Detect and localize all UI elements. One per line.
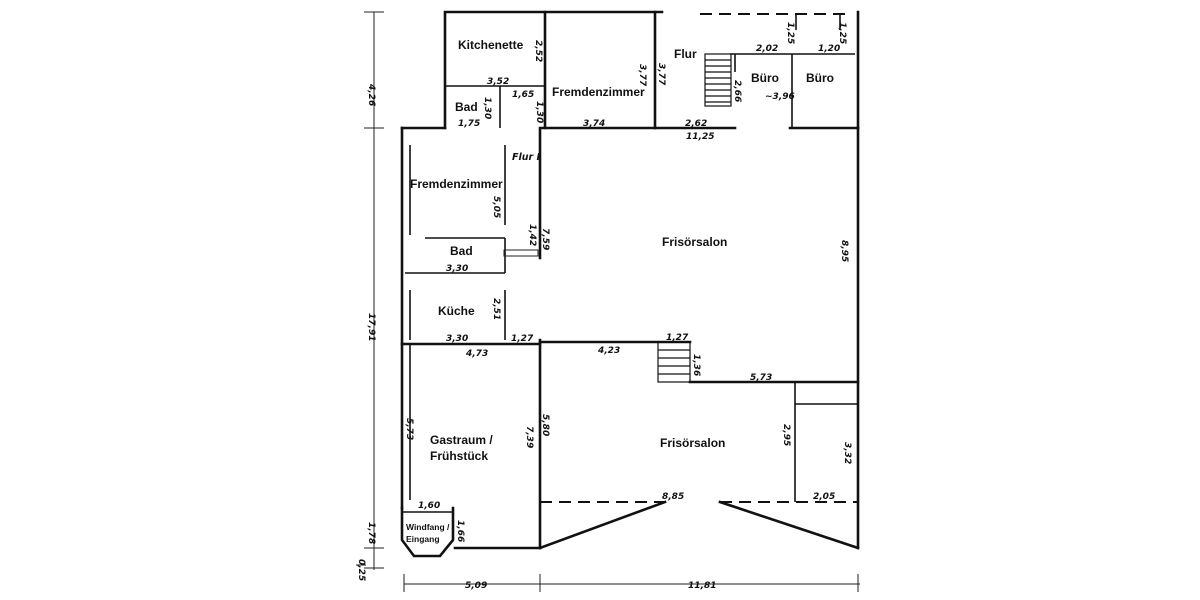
dim-1-30a: 1,30 — [482, 97, 492, 119]
dim-1-25b: 1,25 — [837, 22, 847, 44]
room-label-bad-top: Bad — [455, 100, 478, 114]
dim-5-05: 5,05 — [491, 196, 501, 218]
dim-3-96: ~3,96 — [765, 92, 795, 102]
dim-1-75: 1,75 — [458, 119, 480, 129]
dim-17-91: 17,91 — [366, 313, 376, 341]
room-label-frisoersalon-2: Frisörsalon — [660, 436, 725, 450]
stairs-top — [704, 53, 732, 107]
dim-3-30a: 3,30 — [446, 264, 468, 274]
dim-5-73b: 5,73 — [404, 418, 414, 440]
dim-1-42: 1,42 — [527, 224, 537, 246]
dim-1-20: 1,20 — [818, 44, 840, 54]
windfang-walls — [400, 506, 455, 558]
room-label-gastraum-1: Gastraum / — [430, 433, 493, 447]
dim-1-65: 1,65 — [512, 90, 534, 100]
dim-1-27b: 1,27 — [666, 333, 689, 343]
dim-5-09: 5,09 — [465, 581, 487, 591]
dim-1-78: 1,78 — [366, 522, 376, 544]
dim-1-27a: 1,27 — [511, 334, 534, 344]
room-label-frisoersalon-1: Frisörsalon — [662, 235, 727, 249]
dim-11-81: 11,81 — [688, 581, 716, 591]
dim-7-39: 7,39 — [524, 426, 534, 448]
dim-7-59: 7,59 — [540, 228, 550, 250]
dim-5-73a: 5,73 — [750, 373, 772, 383]
dim-3-74: 3,74 — [583, 119, 605, 129]
room-label-bad-left: Bad — [450, 244, 473, 258]
dim-1-30b: 1,30 — [534, 101, 544, 123]
dim-1-66: 1,66 — [455, 520, 465, 542]
dim-3-32: 3,32 — [842, 442, 852, 464]
dim-5-80: 5,80 — [540, 414, 550, 436]
dim-2-66: 2,66 — [732, 80, 742, 102]
dim-8-95: 8,95 — [839, 240, 849, 262]
dim-4-26: 4,26 — [366, 83, 376, 106]
left-partitions — [400, 145, 542, 346]
dim-2-51: 2,51 — [491, 298, 501, 320]
dim-1-60: 1,60 — [418, 501, 440, 511]
room-label-fremdenzimmer-left: Fremdenzimmer — [410, 177, 503, 191]
dim-4-23: 4,23 — [597, 346, 620, 356]
dim-2-02: 2,02 — [756, 44, 778, 54]
dim-4-73: 4,73 — [465, 349, 488, 359]
dim-1-36: 1,36 — [691, 354, 701, 376]
dim-1-25a: 1,25 — [785, 22, 795, 44]
dimension-lines — [356, 11, 860, 592]
room-label-kitchenette: Kitchenette — [458, 38, 524, 52]
room-label-buero-2: Büro — [806, 71, 834, 85]
dim-8-85: 8,85 — [662, 492, 684, 502]
room-label-gastraum-2: Frühstück — [430, 449, 488, 463]
room-label-fremdenzimmer-top: Fremdenzimmer — [552, 85, 645, 99]
room-label-flur: Flur — [674, 47, 697, 61]
dim-2-95: 2,95 — [781, 424, 791, 446]
main-walls — [400, 126, 860, 550]
room-label-flur-1: Flur I — [512, 152, 541, 163]
dim-2-52: 2,52 — [533, 40, 543, 62]
room-label-windfang-2: Eingang — [406, 534, 440, 544]
top-annex-walls — [443, 10, 860, 130]
dim-3-77b: 3,77 — [656, 63, 666, 86]
dim-0-25: 0,25 — [356, 559, 366, 581]
room-label-buero-1: Büro — [751, 71, 779, 85]
dim-3-52: 3,52 — [487, 77, 509, 87]
dim-11-25: 11,25 — [686, 132, 714, 142]
room-label-windfang-1: Windfang / — [406, 522, 450, 532]
dim-2-05: 2,05 — [813, 492, 835, 502]
dim-3-30b: 3,30 — [446, 334, 468, 344]
dim-3-77a: 3,77 — [637, 64, 647, 87]
salon-interior — [538, 340, 860, 550]
dim-2-62: 2,62 — [685, 119, 707, 129]
room-label-kueche: Küche — [438, 304, 475, 318]
